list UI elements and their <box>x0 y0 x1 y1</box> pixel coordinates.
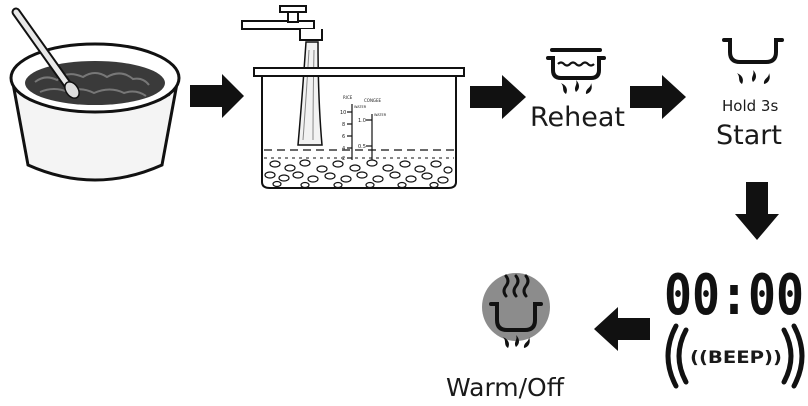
scale-mark: 10 <box>340 110 346 116</box>
flow-arrow-icon <box>190 74 244 118</box>
flow-arrow-icon <box>630 75 686 119</box>
flow-arrow-icon <box>735 182 779 240</box>
scale-mark: 2 <box>342 156 345 162</box>
hold-label: Hold 3s <box>722 97 778 115</box>
warm-pot-steam-icon <box>482 273 550 350</box>
beep-waves-icon <box>665 323 805 389</box>
scale-right-title: CONGEE <box>364 98 382 103</box>
inner-pot-with-water-icon: RICE WATER 10 8 6 4 2 CONGEE WATER 1.0 0… <box>253 67 465 189</box>
scale-mark: 1.0 <box>358 118 366 124</box>
timer-display: 00:00 <box>664 263 804 328</box>
water-level-scale <box>347 104 373 160</box>
reheat-label: Reheat <box>530 102 625 133</box>
scale-mark: 6 <box>342 134 345 140</box>
scale-left-unit: WATER <box>354 105 367 109</box>
scale-right-unit: WATER <box>374 113 387 117</box>
flow-arrow-icon <box>470 75 526 119</box>
start-label: Start <box>716 120 782 151</box>
scale-mark: 0.5 <box>358 144 366 150</box>
beep-label: ((BEEP)) <box>690 348 782 368</box>
scale-left-title: RICE <box>343 95 353 100</box>
flow-arrow-icon <box>594 307 650 351</box>
reheat-pot-icon <box>546 48 606 96</box>
scale-mark: 8 <box>342 122 345 128</box>
warm-off-label: Warm/Off <box>446 373 565 402</box>
start-pot-flame-icon <box>722 38 784 86</box>
scale-mark: 4 <box>342 146 345 152</box>
cooking-pot-with-spoon-icon <box>9 7 181 182</box>
